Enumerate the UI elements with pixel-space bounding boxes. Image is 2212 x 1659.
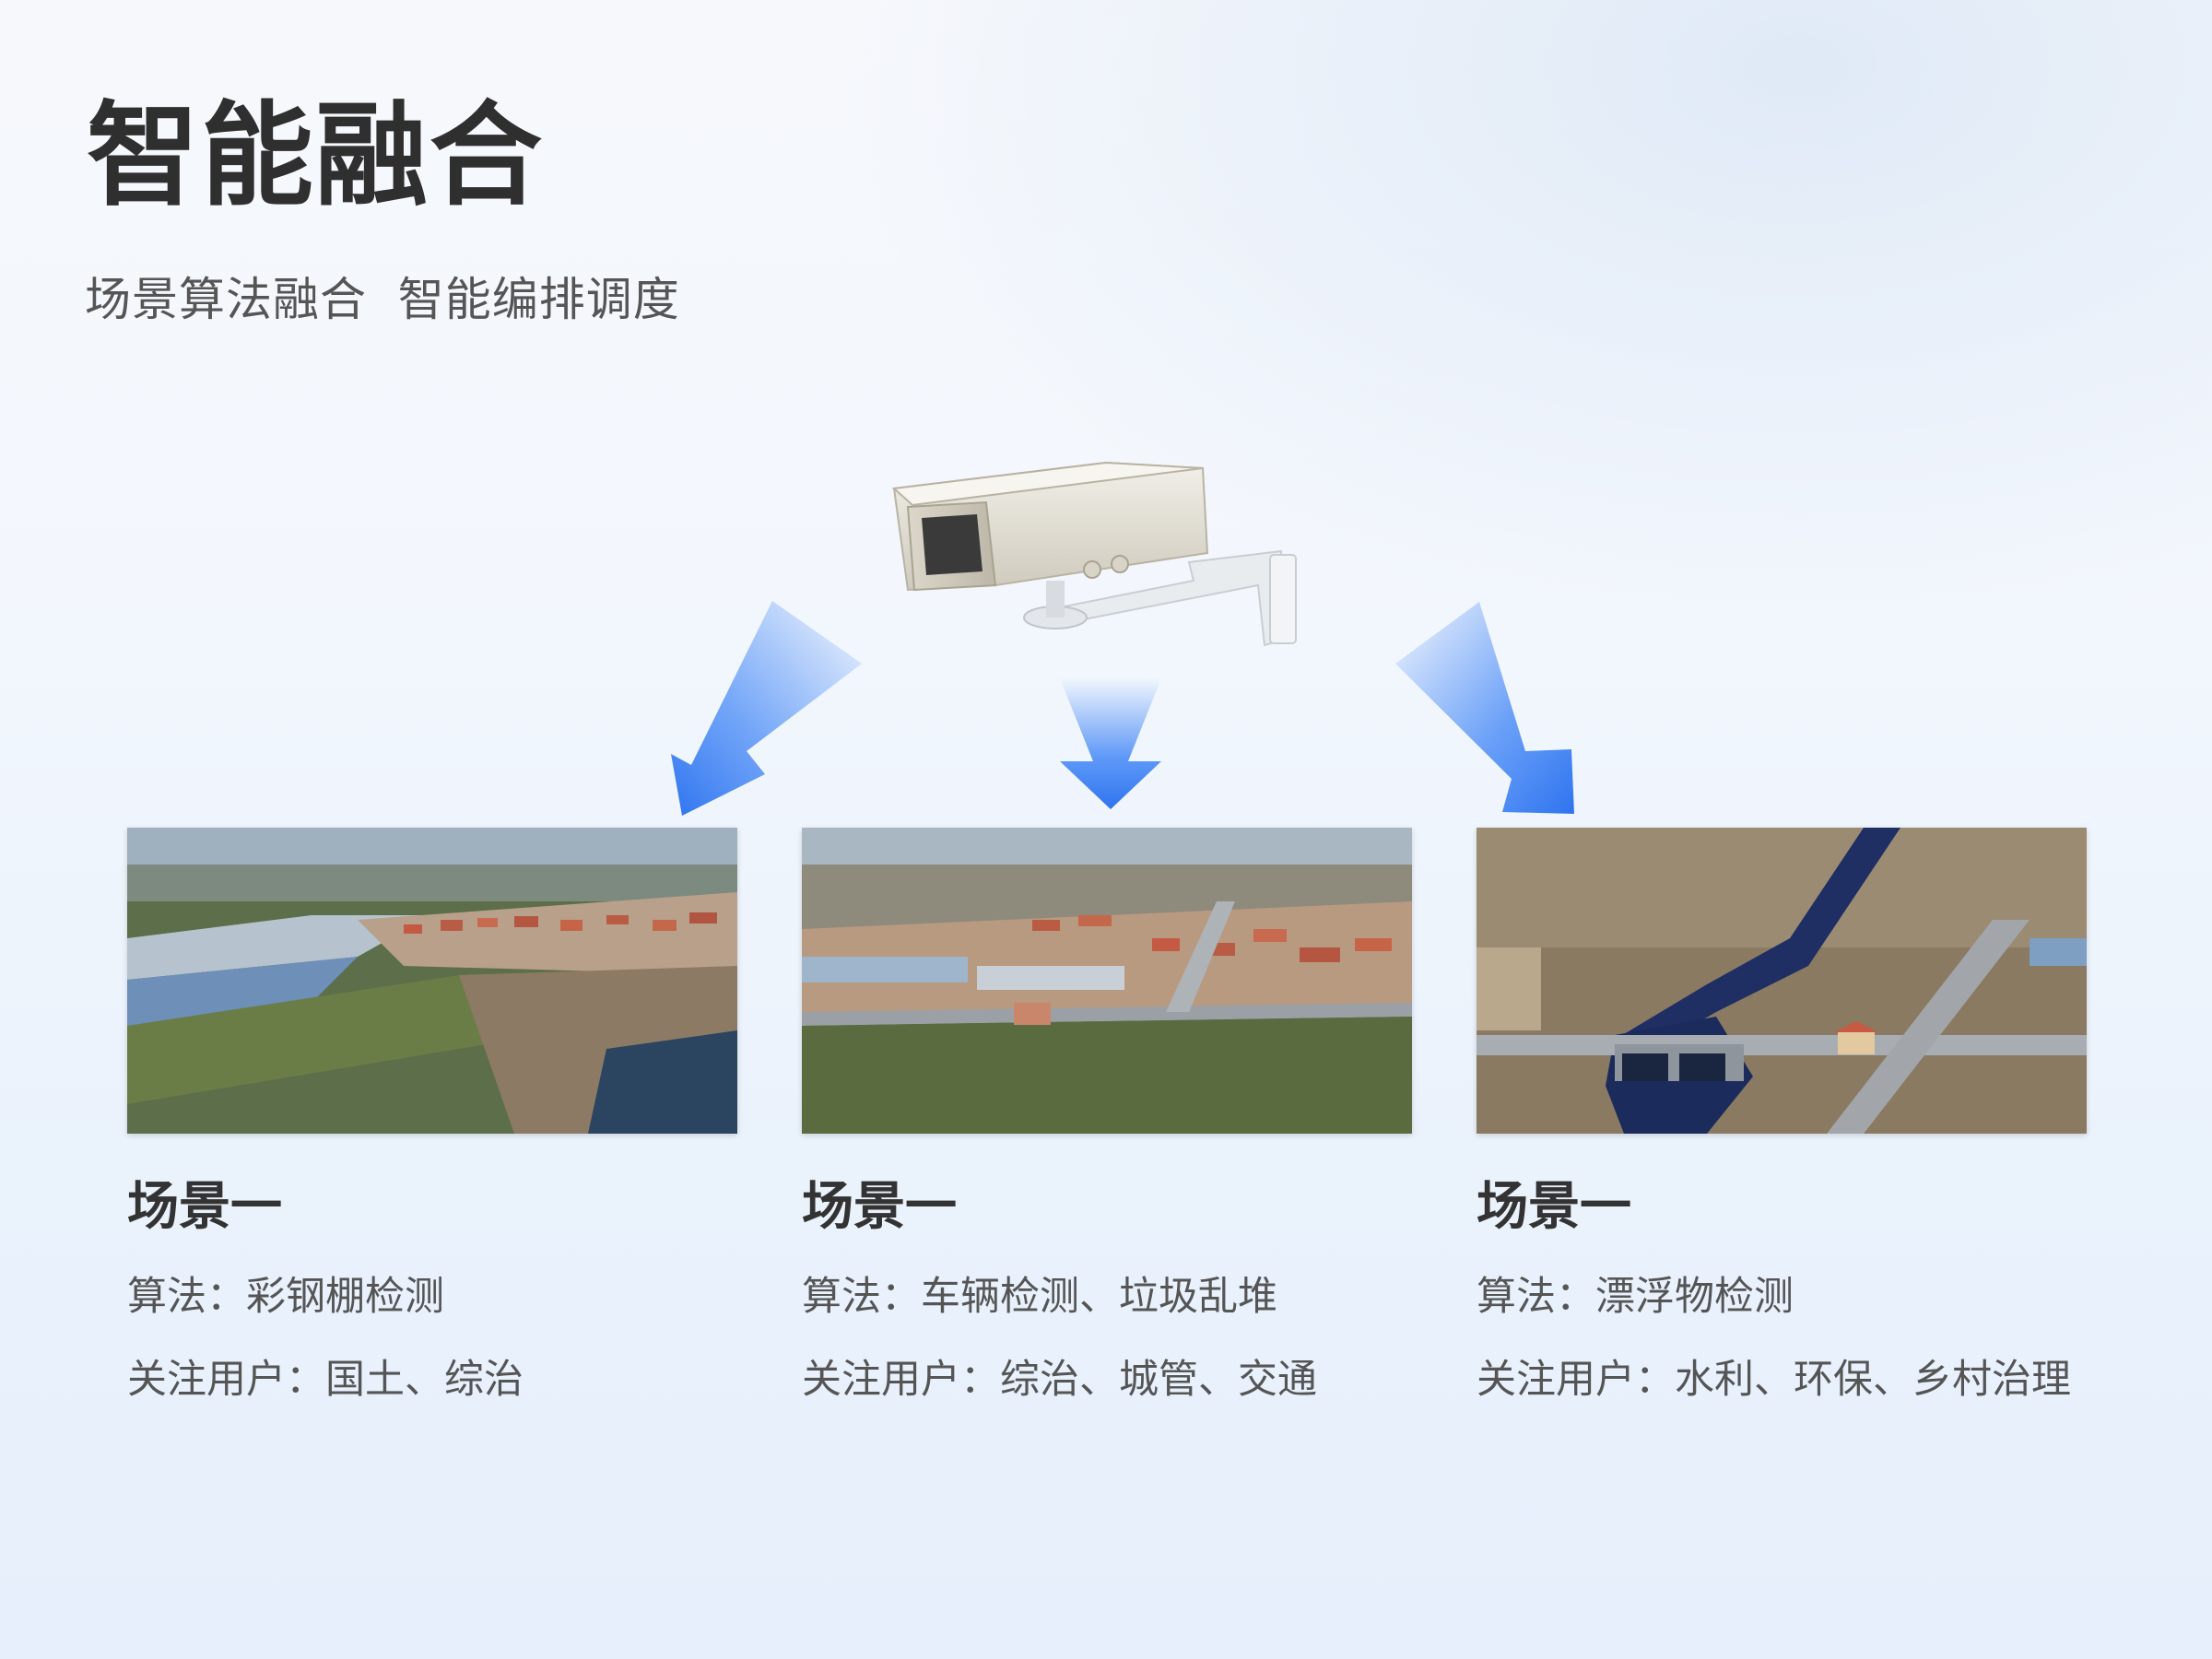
scene-photo-village — [802, 828, 1412, 1134]
scene-photo-greenhouse — [127, 828, 737, 1134]
scene-algorithm: 算法：漂浮物检测 — [1477, 1274, 1794, 1320]
scene-title: 场景一 — [1477, 1177, 1631, 1237]
scene-algorithm: 算法：彩钢棚检测 — [127, 1274, 444, 1320]
scene-title: 场景一 — [127, 1177, 282, 1237]
scene-algorithm: 算法：车辆检测、垃圾乱堆 — [802, 1274, 1277, 1320]
arrow-right-icon — [1395, 602, 1574, 814]
scene-photo-river — [1477, 828, 2087, 1134]
arrow-down-icon — [1060, 678, 1161, 809]
scene-users: 关注用户：国土、综治 — [127, 1357, 524, 1403]
arrow-left-icon — [671, 601, 862, 816]
page-title: 智能融合 — [87, 90, 544, 221]
scene-title: 场景一 — [802, 1177, 957, 1237]
scene-users: 关注用户：综治、城管、交通 — [802, 1357, 1317, 1403]
scene-users: 关注用户：水利、环保、乡村治理 — [1477, 1357, 2071, 1403]
page-subtitle: 场景算法融合 智能编排调度 — [85, 273, 680, 326]
surveillance-camera-icon — [885, 452, 1327, 682]
